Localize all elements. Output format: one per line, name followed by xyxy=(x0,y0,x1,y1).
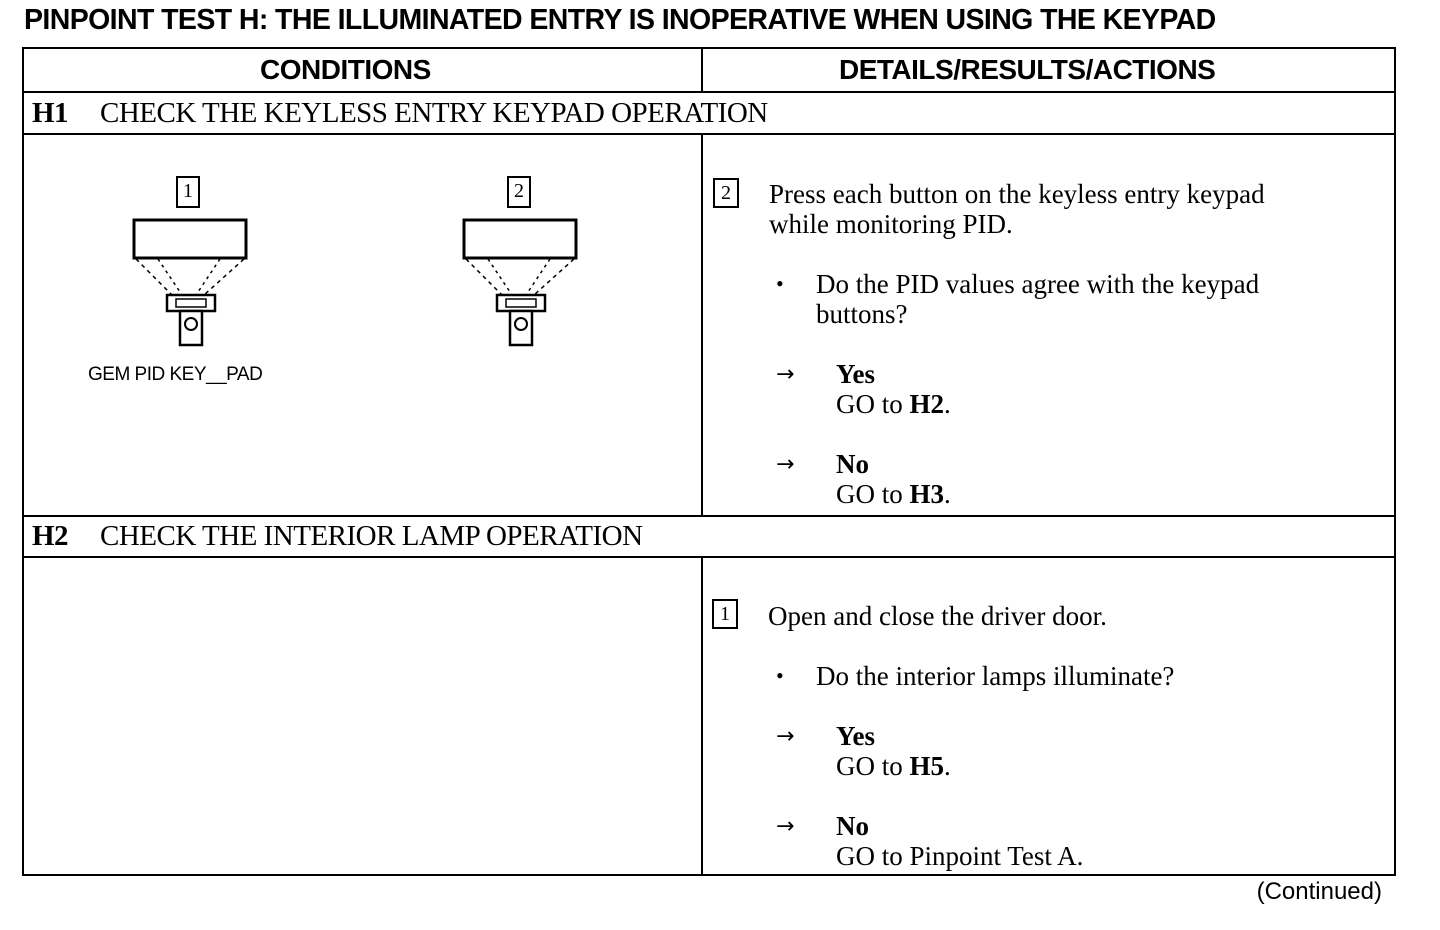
result-action: GO to H3. xyxy=(836,479,951,509)
step-h2-heading: H2 CHECK THE INTERIOR LAMP OPERATION xyxy=(32,520,643,553)
page-title: PINPOINT TEST H: THE ILLUMINATED ENTRY I… xyxy=(24,4,1216,36)
action-text: . xyxy=(944,751,951,781)
result-label: Yes xyxy=(836,721,875,751)
column-divider xyxy=(701,49,703,91)
step-number: H2 xyxy=(32,520,69,552)
action-text: . xyxy=(944,479,951,509)
arrow-icon: → xyxy=(776,814,795,839)
step-h1-yes-result: Yes GO to H2. xyxy=(836,359,951,419)
step-title: CHECK THE KEYLESS ENTRY KEYPAD OPERATION xyxy=(100,97,768,129)
action-text: . xyxy=(944,389,951,419)
question-line: Do the PID values agree with the keypad xyxy=(816,269,1260,299)
step-h1-question: Do the PID values agree with the keypad … xyxy=(816,269,1259,329)
step-h2-no-result: No GO to Pinpoint Test A. xyxy=(836,811,1083,871)
divider xyxy=(24,515,1394,517)
step-number: H1 xyxy=(32,97,69,129)
action-text: GO to xyxy=(836,389,910,419)
action-target: H5 xyxy=(909,751,945,781)
result-action: GO to H2. xyxy=(836,389,951,419)
divider xyxy=(24,556,1394,558)
divider xyxy=(24,133,1394,135)
action-target: H3 xyxy=(909,479,945,509)
scan-tool-illustration xyxy=(132,218,578,347)
figure-callout-1: 1 xyxy=(176,176,200,208)
conditions-header: CONDITIONS xyxy=(260,54,431,85)
step-h1-substep-number: 2 xyxy=(713,178,739,208)
result-label: No xyxy=(836,449,869,479)
arrow-icon: → xyxy=(776,452,795,477)
instruction-line: Press each button on the keyless entry k… xyxy=(769,179,1265,209)
details-header: DETAILS/RESULTS/ACTIONS xyxy=(839,54,1216,85)
step-h1-no-result: No GO to H3. xyxy=(836,449,951,509)
action-text: GO to xyxy=(836,479,910,509)
action-target: H2 xyxy=(909,389,945,419)
step-h2-question: Do the interior lamps illuminate? xyxy=(816,661,1175,691)
arrow-icon: → xyxy=(776,362,795,387)
bullet: • xyxy=(776,271,784,296)
step-h2-instruction: Open and close the driver door. xyxy=(768,601,1107,631)
action-text: GO to xyxy=(836,751,910,781)
instruction-line: while monitoring PID. xyxy=(769,209,1013,239)
continued-note: (Continued) xyxy=(1256,878,1382,905)
step-h2-substep-number: 1 xyxy=(712,599,738,629)
column-divider xyxy=(701,556,703,874)
result-label: No xyxy=(836,811,869,841)
column-divider xyxy=(701,133,703,515)
figure-caption: GEM PID KEY__PAD xyxy=(88,364,263,385)
divider xyxy=(24,91,1394,93)
arrow-icon: → xyxy=(776,724,795,749)
step-h2-yes-result: Yes GO to H5. xyxy=(836,721,951,781)
bullet: • xyxy=(776,663,784,688)
result-action: GO to Pinpoint Test A. xyxy=(836,841,1084,871)
result-label: Yes xyxy=(836,359,875,389)
question-line: buttons? xyxy=(816,299,908,329)
step-h1-heading: H1 CHECK THE KEYLESS ENTRY KEYPAD OPERATI… xyxy=(32,97,768,130)
figure-callout-2: 2 xyxy=(507,176,531,208)
step-title: CHECK THE INTERIOR LAMP OPERATION xyxy=(100,520,643,552)
step-h1-instruction: Press each button on the keyless entry k… xyxy=(769,179,1265,239)
result-action: GO to H5. xyxy=(836,751,951,781)
